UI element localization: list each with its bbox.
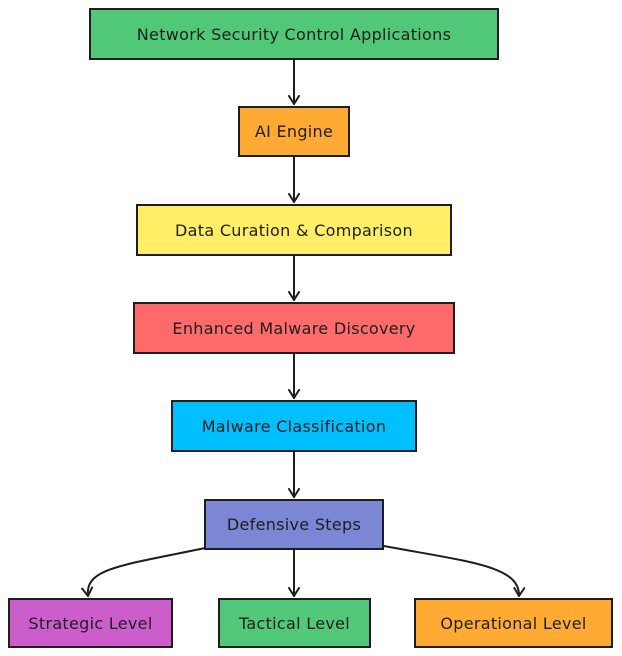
node-label: Malware Classification (201, 416, 387, 436)
node-malware-classification: Malware Classification (171, 400, 417, 452)
node-label: Operational Level (440, 613, 587, 633)
node-label: Network Security Control Applications (136, 24, 452, 44)
node-label: Defensive Steps (226, 515, 362, 534)
node-label: AI Engine (254, 122, 334, 141)
edge-defensive-steps-to-operational-level (383, 545, 526, 597)
node-label: Tactical Level (238, 613, 350, 633)
node-label: Enhanced Malware Discovery (172, 318, 416, 338)
node-strategic-level: Strategic Level (8, 598, 173, 648)
node-data-curation-comparison: Data Curation & Comparison (136, 204, 452, 256)
node-enhanced-malware-discovery: Enhanced Malware Discovery (133, 302, 455, 354)
node-ai-engine: AI Engine (238, 106, 350, 157)
node-label: Data Curation & Comparison (175, 220, 413, 240)
edge-defensive-steps-to-strategic-level (81, 547, 206, 597)
node-label: Strategic Level (28, 613, 153, 633)
node-tactical-level: Tactical Level (218, 598, 371, 648)
node-operational-level: Operational Level (414, 598, 613, 648)
node-defensive-steps: Defensive Steps (204, 499, 384, 550)
node-network-security-control-applications: Network Security Control Applications (89, 8, 499, 60)
